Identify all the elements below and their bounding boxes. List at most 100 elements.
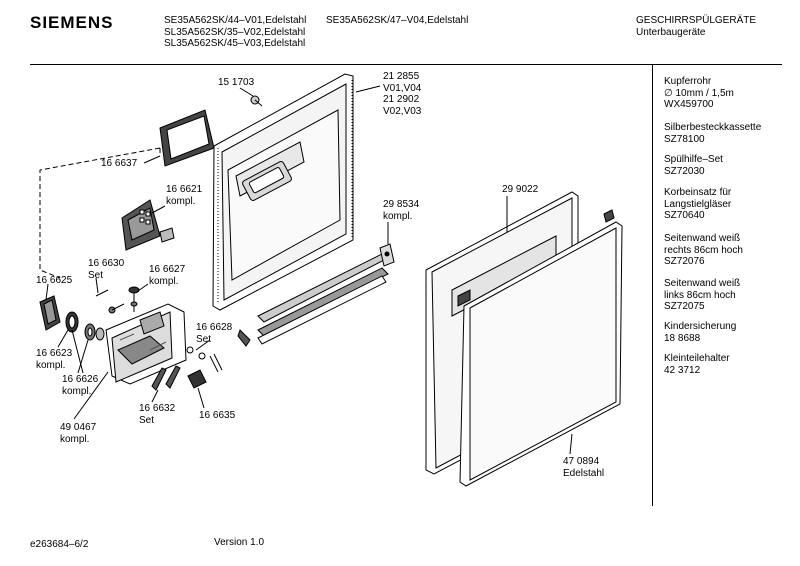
model-line: SE35A562SK/47–V04,Edelstahl	[326, 15, 469, 26]
part-label: 16 6623 kompl.	[36, 348, 72, 371]
part-label: 16 6635	[199, 410, 236, 421]
part-label-line: V01,V04	[383, 82, 422, 94]
part-label: 29 8534 kompl.	[383, 199, 419, 222]
accessory-line: rechts 86cm hoch	[664, 244, 743, 256]
seal-frame-part	[159, 109, 215, 167]
version-label: Version 1.0	[214, 537, 265, 548]
leader-lines	[45, 85, 573, 455]
dispenser-cover-part	[121, 199, 175, 251]
accessory-line: Korbeinsatz für	[664, 187, 732, 198]
part-label-line: 16 6626	[62, 374, 99, 385]
brand-logo: SIEMENS	[30, 13, 114, 32]
part-label-line: 47 0894	[563, 456, 600, 467]
accessory-line: SZ72030	[664, 165, 705, 177]
accessory-line: Langstielgläser	[664, 198, 732, 210]
part-label: 21 2855 V01,V04 21 2902 V02,V03	[383, 71, 421, 117]
column-separator	[652, 64, 653, 506]
header-rule	[30, 64, 782, 65]
accessory-line: Kindersicherung	[664, 321, 737, 332]
part-label-line: 16 6630	[88, 258, 125, 269]
model-list-col1: SE35A562SK/44–V01,Edelstahl SL35A562SK/3…	[164, 15, 306, 50]
category-subtitle: Unterbaugeräte	[636, 26, 706, 38]
part-label: 16 6625	[36, 275, 73, 286]
part-label-line: Edelstahl	[563, 467, 605, 479]
accessory-item: Spülhilfe–Set SZ72030	[664, 154, 723, 177]
knob-part	[39, 295, 61, 331]
accessory-item: Kindersicherung 18 8688	[664, 321, 736, 344]
part-label-line: kompl.	[149, 275, 179, 287]
part-label-line: V02,V03	[383, 105, 422, 117]
accessory-line: SZ72075	[664, 301, 705, 312]
accessory-line: ∅ 10mm / 1,5m	[664, 87, 734, 99]
part-label-line: Set	[88, 269, 104, 281]
part-label-line: kompl.	[36, 359, 66, 371]
part-label-line: 21 2855	[383, 71, 420, 82]
accessory-line: SZ72076	[664, 256, 705, 267]
document-id: e263684–6/2	[30, 539, 89, 550]
seal-rings-part	[65, 311, 105, 341]
pin-set-part	[186, 346, 223, 373]
accessory-item: Korbeinsatz für Langstielgläser SZ70640	[664, 187, 731, 222]
part-label: 16 6632 Set	[139, 403, 175, 426]
part-label-line: 16 6623	[36, 348, 73, 359]
accessory-line: Spülhilfe–Set	[664, 154, 723, 165]
accessory-line: SZ70640	[664, 210, 705, 221]
valve-part	[128, 286, 140, 312]
category-title: GESCHIRRSPÜLGERÄTE	[636, 15, 757, 26]
part-label-line: kompl.	[60, 433, 90, 445]
lever-set-part	[151, 365, 181, 391]
accessory-line: 42 3712	[664, 364, 701, 376]
inner-door-panel	[212, 73, 354, 311]
accessory-line: WX459700	[664, 99, 714, 110]
accessory-item: Seitenwand weiß links 86cm hoch SZ72075	[664, 278, 740, 313]
accessory-item: Kleinteilehalter 42 3712	[664, 353, 730, 376]
part-label-line: 16 6628	[196, 322, 233, 333]
part-label: 29 9022	[502, 184, 539, 195]
rail-strip-part	[257, 243, 395, 345]
part-label: 47 0894 Edelstahl	[563, 456, 604, 479]
part-label-line: kompl.	[383, 210, 413, 222]
part-label-line: 29 8534	[383, 199, 420, 210]
model-line: SL35A562SK/45–V03,Edelstahl	[164, 38, 306, 49]
accessory-item: Silberbesteckkassette SZ78100	[664, 122, 761, 145]
door-front-panel-part	[457, 209, 623, 487]
part-label-line: Set	[196, 333, 212, 345]
part-label-line: kompl.	[166, 195, 196, 207]
magnet-part	[187, 369, 207, 389]
part-label: 49 0467 kompl.	[60, 422, 96, 445]
model-list-col2: SE35A562SK/47–V04,Edelstahl	[326, 15, 468, 27]
part-label-line: kompl.	[62, 385, 92, 397]
bolt-part	[250, 95, 263, 107]
spring-set-part	[95, 289, 125, 314]
part-label: 16 6627 kompl.	[149, 264, 185, 287]
accessory-line: Silberbesteckkassette	[664, 122, 762, 133]
accessory-line: Kleinteilehalter	[664, 353, 730, 364]
dispenser-body-part	[105, 303, 187, 385]
model-line: SE35A562SK/44–V01,Edelstahl	[164, 15, 307, 26]
part-label: 15 1703	[218, 77, 255, 88]
accessory-line: Kupferrohr	[664, 76, 712, 87]
category-heading: GESCHIRRSPÜLGERÄTE Unterbaugeräte	[636, 15, 756, 38]
part-label-line: Set	[139, 414, 155, 426]
model-line: SL35A562SK/35–V02,Edelstahl	[164, 26, 306, 38]
accessory-line: 18 8688	[664, 332, 701, 344]
part-label-line: 21 2902	[383, 94, 420, 105]
part-label: 16 6621 kompl.	[166, 184, 202, 207]
part-label-line: 16 6621	[166, 184, 203, 195]
part-label-line: 16 6632	[139, 403, 176, 414]
part-label: 16 6630 Set	[88, 258, 124, 281]
accessory-item: Kupferrohr ∅ 10mm / 1,5m WX459700	[664, 76, 734, 111]
part-label: 16 6628 Set	[196, 322, 232, 345]
part-label: 16 6637	[101, 158, 138, 169]
accessory-line: SZ78100	[664, 133, 705, 145]
accessory-line: Seitenwand weiß	[664, 278, 741, 289]
accessory-line: links 86cm hoch	[664, 289, 736, 301]
part-label-line: 49 0467	[60, 422, 97, 433]
hinge-clip-part	[237, 329, 251, 347]
part-label-line: 16 6627	[149, 264, 186, 275]
part-label: 16 6626 kompl.	[62, 374, 98, 397]
accessory-item: Seitenwand weiß rechts 86cm hoch SZ72076	[664, 233, 743, 268]
accessory-line: Seitenwand weiß	[664, 233, 741, 244]
